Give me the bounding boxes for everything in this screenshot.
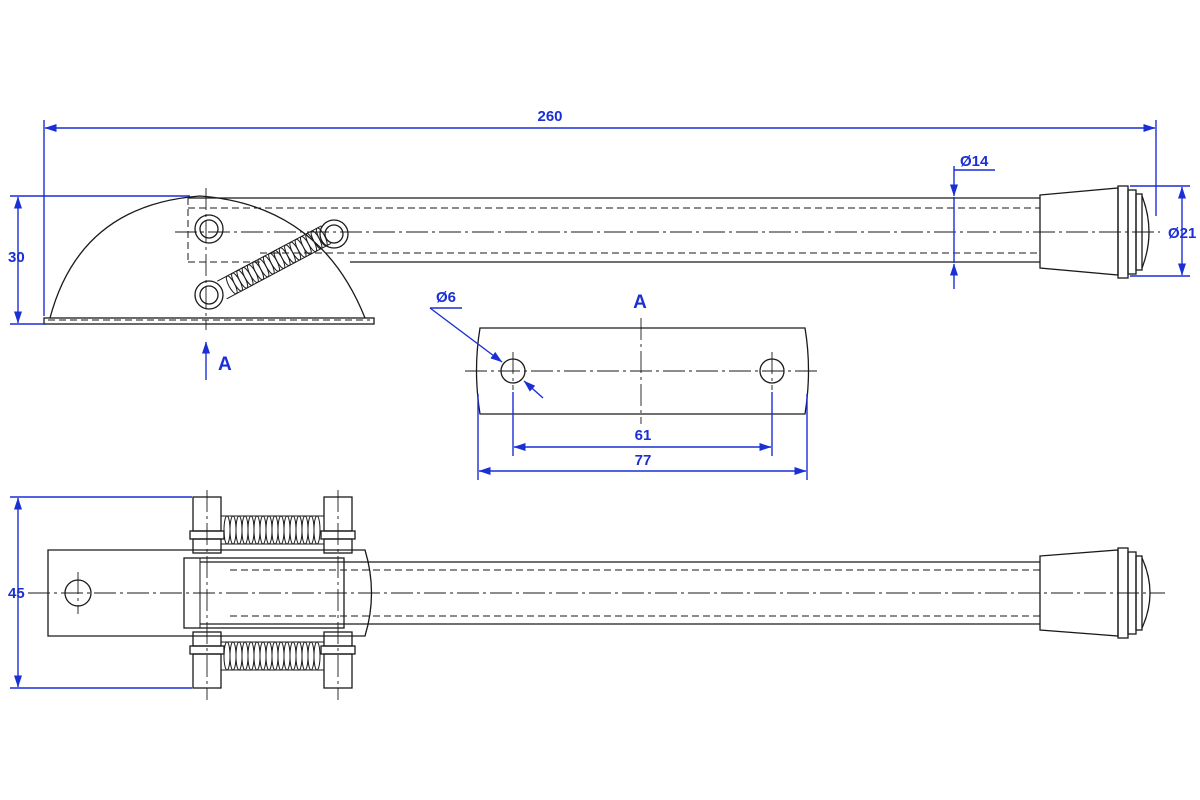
tube-diameter-label: Ø14 bbox=[960, 153, 989, 170]
dim-tip-diameter: Ø21 bbox=[1130, 185, 1196, 277]
spring-coil bbox=[259, 515, 267, 545]
view-arrow-label: A bbox=[218, 354, 232, 375]
overall-length-label: 260 bbox=[537, 108, 562, 125]
pivot-hole-inner bbox=[199, 219, 219, 239]
spring-coil bbox=[253, 641, 261, 671]
spring-coil bbox=[301, 515, 309, 545]
tip-diameter-label: Ø21 bbox=[1168, 225, 1196, 242]
spring-coil bbox=[253, 515, 261, 545]
lower-hole-inner bbox=[199, 285, 219, 305]
dim-width: 45 bbox=[8, 496, 192, 689]
dim-hole-diameter: Ø6 bbox=[429, 289, 544, 399]
spring-coil bbox=[265, 641, 273, 671]
spring-coil bbox=[277, 515, 285, 545]
spring-coil bbox=[241, 641, 249, 671]
rubber-tip bbox=[1039, 185, 1150, 279]
spring-coil bbox=[289, 515, 297, 545]
top-base-plate bbox=[47, 549, 373, 637]
plate-outline bbox=[475, 327, 810, 415]
view-a-plate: A bbox=[465, 292, 818, 424]
side-view bbox=[43, 185, 1160, 330]
spring-anchor-inner bbox=[324, 224, 344, 244]
spring-coil bbox=[271, 515, 279, 545]
top-rubber-tip bbox=[1039, 547, 1151, 639]
dim-tube-diameter: Ø14 bbox=[950, 153, 995, 289]
base-plate bbox=[43, 317, 375, 325]
spring-coil bbox=[307, 515, 315, 545]
spring-coil bbox=[283, 641, 291, 671]
spring-anchor-outer bbox=[319, 219, 349, 249]
spring-coil bbox=[229, 641, 237, 671]
top-view bbox=[28, 490, 1165, 700]
width-label: 45 bbox=[8, 585, 25, 602]
spring-coil bbox=[307, 641, 315, 671]
top-bracket-body bbox=[183, 557, 345, 629]
dim-height: 30 bbox=[8, 195, 190, 325]
spring-coil bbox=[313, 515, 321, 545]
spring-coil bbox=[223, 641, 231, 671]
spring-upper bbox=[221, 515, 324, 545]
spring-coil bbox=[283, 515, 291, 545]
pivot-hole-outer bbox=[194, 214, 224, 244]
dim-overall-length: 260 bbox=[43, 108, 1157, 316]
view-arrow-a: A bbox=[202, 341, 232, 380]
bracket-arc bbox=[49, 195, 366, 319]
spring-coil bbox=[313, 641, 321, 671]
spring-coil bbox=[295, 515, 303, 545]
spring-coil bbox=[295, 641, 303, 671]
lower-hole-outer bbox=[194, 280, 224, 310]
diagonal-spring bbox=[217, 225, 332, 300]
spring-lower bbox=[221, 641, 324, 671]
spring-coil bbox=[229, 515, 237, 545]
spring-coil bbox=[301, 641, 309, 671]
spring-coil bbox=[235, 515, 243, 545]
bolt-right bbox=[320, 490, 356, 700]
dim-plate-length: 77 bbox=[477, 394, 808, 480]
hole-diameter-label: Ø6 bbox=[436, 289, 456, 306]
spring-coil bbox=[241, 515, 249, 545]
bolt-left bbox=[189, 490, 225, 700]
hole-spacing-label: 61 bbox=[635, 427, 652, 444]
spring-coil bbox=[271, 641, 279, 671]
spring-coil bbox=[247, 641, 255, 671]
spring-coil bbox=[235, 641, 243, 671]
spring-coil bbox=[265, 515, 273, 545]
spring-coil bbox=[259, 641, 267, 671]
spring-coil bbox=[277, 641, 285, 671]
plate-length-label: 77 bbox=[635, 452, 652, 469]
height-label: 30 bbox=[8, 249, 25, 266]
view-a-label: A bbox=[633, 292, 647, 313]
spring-coil bbox=[289, 641, 297, 671]
spring-coil bbox=[247, 515, 255, 545]
dim-hole-spacing: 61 bbox=[512, 392, 773, 456]
spring-coil bbox=[223, 515, 231, 545]
